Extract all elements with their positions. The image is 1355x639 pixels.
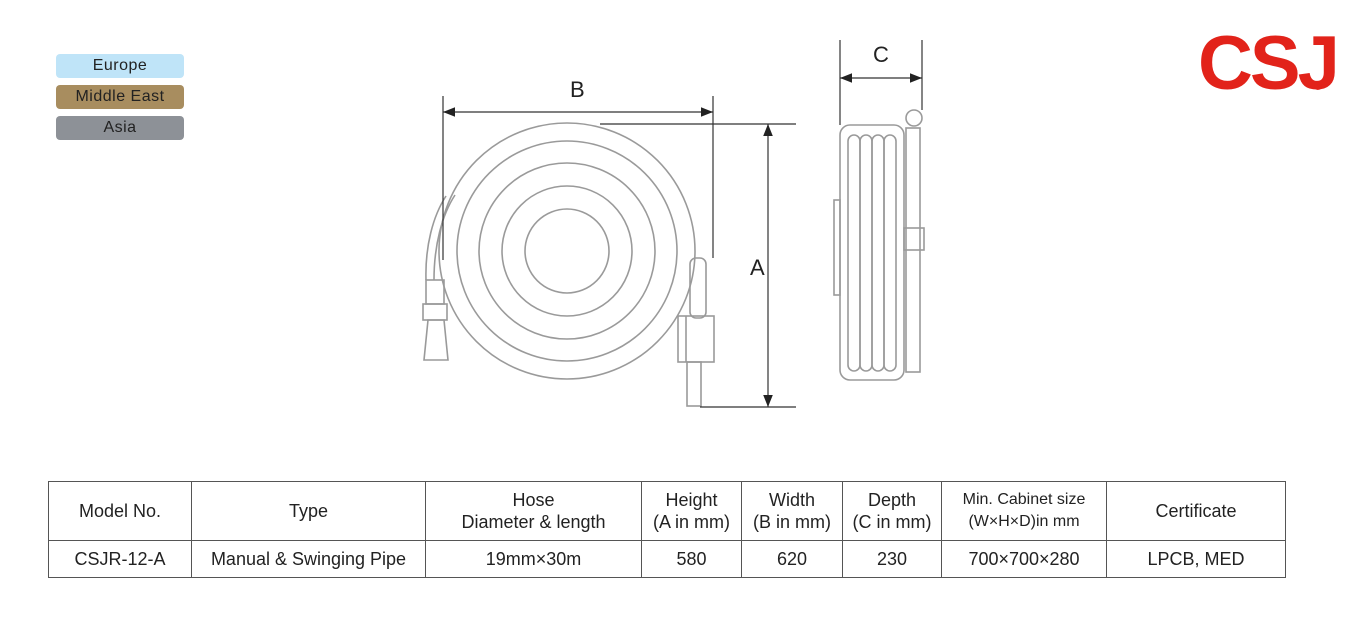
- cell-height: 580: [641, 540, 742, 578]
- region-tag-middle-east: Middle East: [56, 85, 184, 109]
- header-certificate: Certificate: [1106, 481, 1286, 541]
- table-row: CSJR-12-A Manual & Swinging Pipe 19mm×30…: [48, 540, 1286, 578]
- hose-tail: [433, 194, 456, 281]
- cell-depth: 230: [842, 540, 942, 578]
- header-width: Width(B in mm): [741, 481, 843, 541]
- reel-ring-3: [478, 162, 656, 340]
- cell-model-no: CSJR-12-A: [48, 540, 192, 578]
- reel-ring-outer: [438, 122, 696, 380]
- header-min-cabinet-size: Min. Cabinet size(W×H×D)in mm: [941, 481, 1107, 541]
- region-tags: Europe Middle East Asia: [56, 54, 184, 147]
- reel-ring-4: [501, 185, 633, 317]
- dimension-b-label: B: [570, 77, 585, 102]
- cell-hose: 19mm×30m: [425, 540, 642, 578]
- cell-type: Manual & Swinging Pipe: [191, 540, 426, 578]
- header-height: Height(A in mm): [641, 481, 742, 541]
- region-tag-asia: Asia: [56, 116, 184, 140]
- cell-width: 620: [741, 540, 843, 578]
- reel-hub: [524, 208, 610, 294]
- swing-valve-body: [689, 257, 707, 319]
- nozzle-coupling: [425, 279, 445, 305]
- cell-min-cabinet-size: 700×700×280: [941, 540, 1107, 578]
- nozzle-tip: [423, 319, 449, 361]
- registered-mark: ®: [1314, 81, 1323, 93]
- header-model-no: Model No.: [48, 481, 192, 541]
- side-knob: [905, 109, 923, 127]
- header-type: Type: [191, 481, 426, 541]
- cell-certificate: LPCB, MED: [1106, 540, 1286, 578]
- reel-ring-2: [456, 140, 678, 362]
- region-tag-europe: Europe: [56, 54, 184, 78]
- hose-reel-drawing: B A C: [422, 40, 925, 408]
- dimension-c-label: C: [873, 42, 889, 67]
- inlet-pipe: [686, 361, 702, 407]
- csj-logo: CSJ: [1198, 21, 1340, 106]
- dimension-a-label: A: [750, 255, 765, 280]
- header-depth: Depth(C in mm): [842, 481, 942, 541]
